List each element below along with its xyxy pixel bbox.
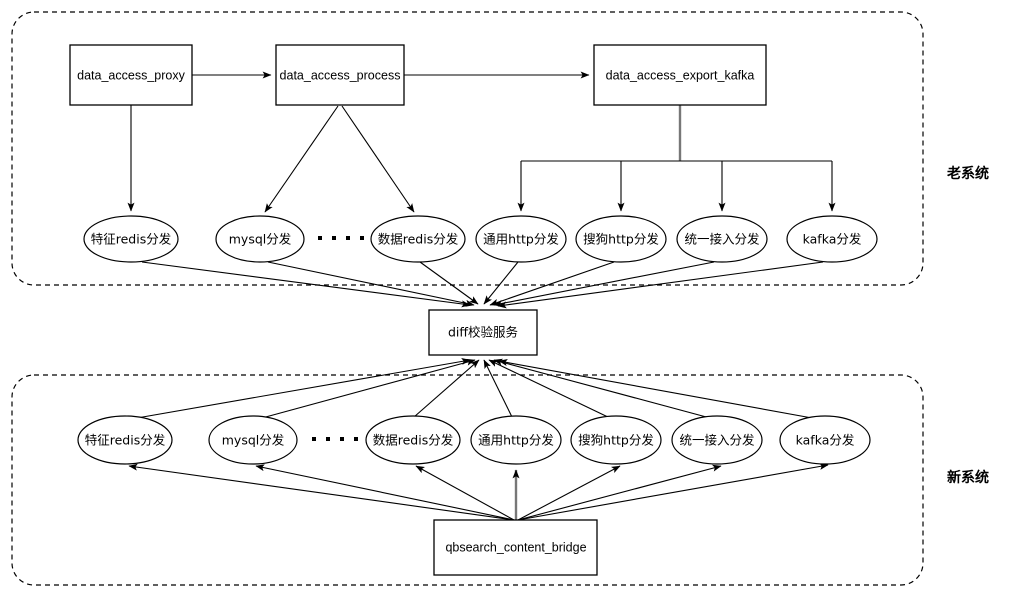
- group-new-system: 新系统: [11, 374, 989, 586]
- data-access-proxy-box[interactable]: [69, 44, 193, 106]
- old-mysql-label: mysql分发: [229, 232, 292, 247]
- node-old-common-http[interactable]: 通用http分发: [475, 215, 567, 263]
- old-unified-access-label: 统一接入分发: [684, 232, 760, 247]
- node-old-sogou-http[interactable]: 搜狗http分发: [575, 215, 667, 263]
- node-old-data-redis[interactable]: 数据redis分发: [370, 215, 466, 263]
- group-old-system: 老系统: [11, 11, 989, 286]
- old-kafka-ellipse[interactable]: [786, 215, 878, 263]
- new-mysql-ellipse[interactable]: [208, 415, 298, 465]
- data-access-proxy-label: data_access_proxy: [77, 68, 185, 82]
- node-diff-service[interactable]: diff校验服务: [428, 309, 538, 356]
- edges-bridge-to-new-nodes: [128, 463, 829, 521]
- new-data-redis-label: 数据redis分发: [373, 433, 454, 448]
- new-sogou-http-ellipse[interactable]: [570, 415, 662, 465]
- new-data-redis-ellipse[interactable]: [365, 415, 461, 465]
- new-ellipsis-dots: [312, 437, 358, 441]
- node-new-common-http[interactable]: 通用http分发: [470, 415, 562, 465]
- qbsearch-content-bridge-box[interactable]: [433, 519, 598, 576]
- node-new-feature-redis[interactable]: 特征redis分发: [77, 415, 173, 465]
- diff-service-label: diff校验服务: [448, 325, 518, 340]
- node-data-access-export-kafka[interactable]: data_access_export_kafka: [593, 44, 767, 106]
- node-old-mysql[interactable]: mysql分发: [215, 215, 305, 263]
- old-mysql-ellipse[interactable]: [215, 215, 305, 263]
- old-ellipsis-dots: [318, 236, 364, 240]
- new-unified-access-label: 统一接入分发: [679, 433, 755, 448]
- old-sogou-http-label: 搜狗http分发: [583, 232, 659, 247]
- old-data-redis-ellipse[interactable]: [370, 215, 466, 263]
- old-data-redis-label: 数据redis分发: [378, 232, 459, 247]
- new-feature-redis-ellipse[interactable]: [77, 415, 173, 465]
- new-system-label: 新系统: [947, 469, 989, 486]
- new-sogou-http-label: 搜狗http分发: [578, 433, 654, 448]
- old-feature-redis-label: 特征redis分发: [91, 232, 172, 247]
- node-new-unified-access[interactable]: 统一接入分发: [671, 415, 763, 465]
- node-old-feature-redis[interactable]: 特征redis分发: [83, 215, 179, 263]
- node-new-sogou-http[interactable]: 搜狗http分发: [570, 415, 662, 465]
- old-sogou-http-ellipse[interactable]: [575, 215, 667, 263]
- edges-new-to-diff: [136, 357, 813, 419]
- new-system-frame: [11, 374, 924, 586]
- old-common-http-ellipse[interactable]: [475, 215, 567, 263]
- new-kafka-label: kafka分发: [796, 433, 855, 448]
- edge-export-kafka-bus: [517, 105, 836, 212]
- data-access-process-box[interactable]: [275, 44, 405, 106]
- data-access-export-kafka-label: data_access_export_kafka: [606, 68, 755, 82]
- old-system-frame: [11, 11, 924, 286]
- old-unified-access-ellipse[interactable]: [676, 215, 768, 263]
- edge-process-to-data-redis: [341, 105, 415, 213]
- new-common-http-ellipse[interactable]: [470, 415, 562, 465]
- data-access-process-label: data_access_process: [280, 68, 401, 82]
- node-data-access-process[interactable]: data_access_process: [275, 44, 405, 106]
- old-feature-redis-ellipse[interactable]: [83, 215, 179, 263]
- old-system-label: 老系统: [947, 165, 989, 182]
- old-kafka-label: kafka分发: [803, 232, 862, 247]
- node-qbsearch-content-bridge[interactable]: qbsearch_content_bridge: [433, 519, 598, 576]
- node-new-mysql[interactable]: mysql分发: [208, 415, 298, 465]
- data-access-export-kafka-box[interactable]: [593, 44, 767, 106]
- diff-service-box[interactable]: [428, 309, 538, 356]
- edge-process-to-mysql: [264, 105, 339, 213]
- qbsearch-content-bridge-label: qbsearch_content_bridge: [445, 540, 586, 554]
- new-kafka-ellipse[interactable]: [779, 415, 871, 465]
- node-new-data-redis[interactable]: 数据redis分发: [365, 415, 461, 465]
- edges-old-to-diff: [141, 261, 824, 309]
- old-common-http-label: 通用http分发: [483, 232, 559, 247]
- new-mysql-label: mysql分发: [222, 433, 285, 448]
- node-old-kafka[interactable]: kafka分发: [786, 215, 878, 263]
- node-new-kafka[interactable]: kafka分发: [779, 415, 871, 465]
- new-common-http-label: 通用http分发: [478, 433, 554, 448]
- new-unified-access-ellipse[interactable]: [671, 415, 763, 465]
- node-old-unified-access[interactable]: 统一接入分发: [676, 215, 768, 263]
- new-feature-redis-label: 特征redis分发: [85, 433, 166, 448]
- node-data-access-proxy[interactable]: data_access_proxy: [69, 44, 193, 106]
